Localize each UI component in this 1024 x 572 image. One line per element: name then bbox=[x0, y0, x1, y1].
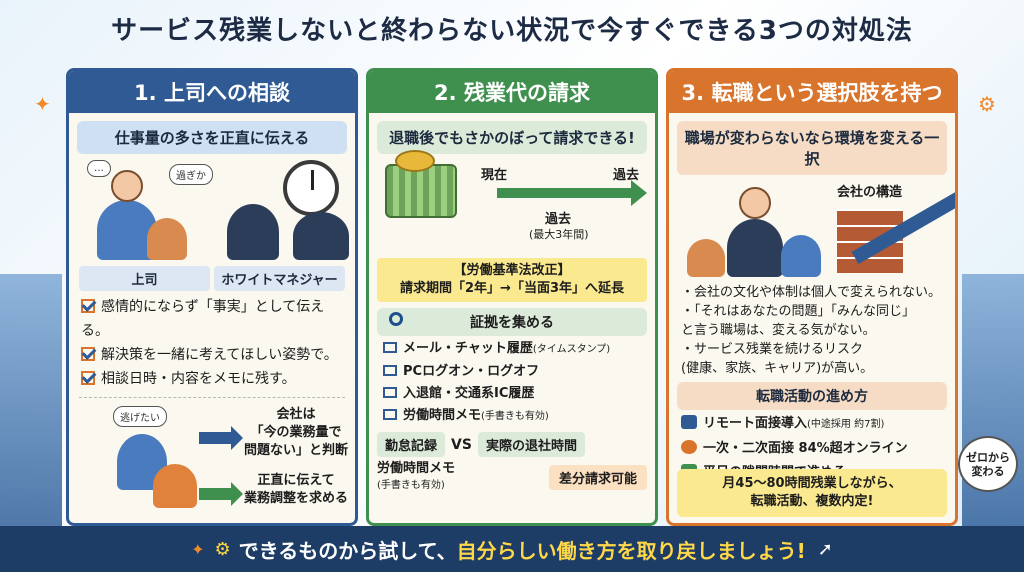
list-item: (健康、家族、キャリア)が高い。 bbox=[681, 361, 874, 376]
list-item: ・サービス残業を続けるリスク bbox=[681, 342, 864, 357]
banner-text-2: 自分らしい働き方を取り戻しましょう! bbox=[456, 538, 806, 563]
person-icon bbox=[153, 464, 197, 508]
panel-header: 3. 転職という選択肢を持つ bbox=[669, 71, 955, 113]
zero-start-badge: ゼロから 変わる bbox=[958, 436, 1018, 492]
attendance-tag: 勤怠記録 bbox=[377, 432, 446, 457]
list-item: ・会社の文化や体制は個人で変えられない。 bbox=[681, 285, 942, 300]
list-item: 労働時間メモ(手書きも有効) bbox=[383, 405, 641, 428]
panel-subtitle: 仕事量の多さを正直に伝える bbox=[77, 121, 347, 154]
panel-header: 2. 残業代の請求 bbox=[369, 71, 655, 113]
face-icon bbox=[739, 187, 771, 219]
mail-icon bbox=[383, 342, 397, 353]
panel-overtime-claim: 2. 残業代の請求 退職後でもさかのぼって請求できる! 現在 過去 過去 (最大… bbox=[366, 68, 658, 526]
clock-icon bbox=[283, 160, 339, 216]
list-item: リモート面接導入(中途採用 約7割) bbox=[681, 412, 943, 437]
timeline-arrow-icon bbox=[497, 180, 647, 206]
divider bbox=[79, 397, 345, 398]
memo-row: 労働時間メモ (手書きも有効) 差分請求可能 bbox=[377, 461, 647, 494]
flow-result-bottom: 正直に伝えて業務調整を求める bbox=[243, 473, 348, 506]
person-icon bbox=[727, 219, 783, 277]
banner-text-1: できるものから試して、 bbox=[238, 538, 457, 563]
memo-icon bbox=[383, 409, 397, 420]
checkbox-icon bbox=[81, 371, 95, 385]
arrow-right-icon bbox=[199, 482, 243, 506]
city-silhouette-left bbox=[0, 274, 62, 534]
arrow-right-icon bbox=[199, 426, 243, 450]
comparison-row: 勤怠記録 VS 実際の退社時間 bbox=[377, 432, 647, 457]
structure-label: 会社の構造 bbox=[837, 185, 903, 200]
speech-bubble: 逃げたい bbox=[113, 406, 167, 427]
label-manager: ホワイトマネジャー bbox=[214, 266, 345, 291]
clock-icon bbox=[681, 440, 697, 454]
person-icon bbox=[293, 212, 349, 260]
consultation-illustration: … 過ぎか bbox=[77, 160, 349, 260]
panel-subtitle: 職場が変わらないなら環境を変える一択 bbox=[677, 121, 947, 175]
flow-result-top: 会社は「今の業務量で問題ない」と判断 bbox=[243, 407, 348, 458]
claim-timeline: 現在 過去 過去 (最大3年間) bbox=[377, 150, 647, 254]
list-item: 入退館・交通系IC履歴 bbox=[383, 383, 641, 405]
list-item: と言う職場は、変える気がない。 bbox=[681, 323, 876, 338]
label-boss: 上司 bbox=[79, 266, 210, 291]
vs-label: VS bbox=[451, 436, 472, 453]
memo-note: 労働時間メモ (手書きも有効) bbox=[377, 461, 456, 491]
panel-header: 1. 上司への相談 bbox=[69, 71, 355, 113]
city-silhouette-right bbox=[962, 274, 1024, 534]
success-result-box: 月45〜80時間残業しながら、 転職活動、複数内定! bbox=[677, 469, 947, 517]
bottom-banner: ✦ ⚙ できるものから試して、 自分らしい働き方を取り戻しましょう! ➚ bbox=[0, 526, 1024, 572]
checklist-item: 解決策を一緒に考えてほしい姿勢で。 bbox=[81, 343, 343, 367]
decision-flow: 逃げたい 会社は「今の業務量で問題ない」と判断 正直に伝えて業務調整を求める bbox=[77, 404, 348, 523]
timeline-range-sub: (最大3年間) bbox=[529, 228, 589, 241]
actual-time-tag: 実際の退社時間 bbox=[477, 432, 585, 457]
person-icon bbox=[227, 204, 279, 260]
panel-boss-consultation: 1. 上司への相談 仕事量の多さを正直に伝える … 過ぎか 上司 ホワイトマネジ… bbox=[66, 68, 358, 526]
checklist: 感情的にならず「事実」として伝える。 解決策を一緒に考えてほしい姿勢で。 相談日… bbox=[81, 295, 343, 391]
timeline-past: 過去 bbox=[613, 168, 640, 183]
person-icon bbox=[687, 239, 725, 277]
evidence-list: メール・チャット履歴(タイムスタンプ) PCログオン・ログオフ 入退館・交通系I… bbox=[383, 338, 641, 428]
list-item: PCログオン・ログオフ bbox=[383, 361, 641, 383]
building-icon bbox=[383, 387, 397, 398]
laptop-icon bbox=[681, 415, 697, 429]
checkbox-icon bbox=[81, 347, 95, 361]
list-item: メール・チャット履歴(タイムスタンプ) bbox=[383, 338, 641, 361]
money-stack-icon bbox=[385, 164, 457, 218]
panel-job-change: 3. 転職という選択肢を持つ 職場が変わらないなら環境を変える一択 会社の構造 … bbox=[666, 68, 958, 526]
diff-claim-badge: 差分請求可能 bbox=[548, 465, 647, 490]
checkbox-icon bbox=[81, 299, 95, 313]
checklist-item: 感情的にならず「事実」として伝える。 bbox=[81, 299, 325, 339]
timeline-range: 過去 bbox=[545, 212, 572, 227]
speech-bubble: 過ぎか bbox=[169, 164, 213, 185]
speech-bubble-icon: … bbox=[87, 160, 111, 177]
computer-icon bbox=[383, 365, 397, 376]
checklist-item: 相談日時・内容をメモに残す。 bbox=[81, 367, 343, 391]
gear-icon: ⚙ bbox=[214, 538, 231, 560]
rocket-icon: ➚ bbox=[817, 538, 833, 560]
list-item: ・「それはあなたの問題」「みんな同じ」 bbox=[681, 304, 916, 319]
evidence-header: 証拠を集める bbox=[377, 308, 647, 336]
face-icon bbox=[111, 170, 143, 202]
person-icon bbox=[781, 235, 821, 277]
sparkle-icon: ✦ bbox=[34, 92, 51, 116]
list-item: 一次・二次面接 84%超オンライン bbox=[681, 437, 943, 461]
role-labels: 上司 ホワイトマネジャー bbox=[77, 266, 347, 291]
law-reform-box: 【労働基準法改正】 請求期間「2年」→「当面3年」へ延長 bbox=[377, 258, 647, 302]
family-illustration: 会社の構造 bbox=[677, 181, 955, 277]
activity-header: 転職活動の進め方 bbox=[677, 382, 947, 410]
gear-icon: ⚙ bbox=[978, 92, 996, 116]
magnifier-icon bbox=[389, 312, 403, 326]
panel-subtitle: 退職後でもさかのぼって請求できる! bbox=[377, 121, 647, 154]
timeline-now: 現在 bbox=[481, 168, 508, 183]
person-icon bbox=[147, 218, 187, 260]
bullet-list: ・会社の文化や体制は個人で変えられない。 ・「それはあなたの問題」「みんな同じ」… bbox=[681, 283, 943, 378]
sparkle-icon: ✦ bbox=[191, 539, 205, 559]
coins-icon bbox=[395, 150, 435, 172]
page-title: サービス残業しないと終わらない状況で今すぐできる3つの対処法 bbox=[111, 16, 913, 46]
activity-list: リモート面接導入(中途採用 約7割) 一次・二次面接 84%超オンライン 平日の… bbox=[681, 412, 943, 485]
